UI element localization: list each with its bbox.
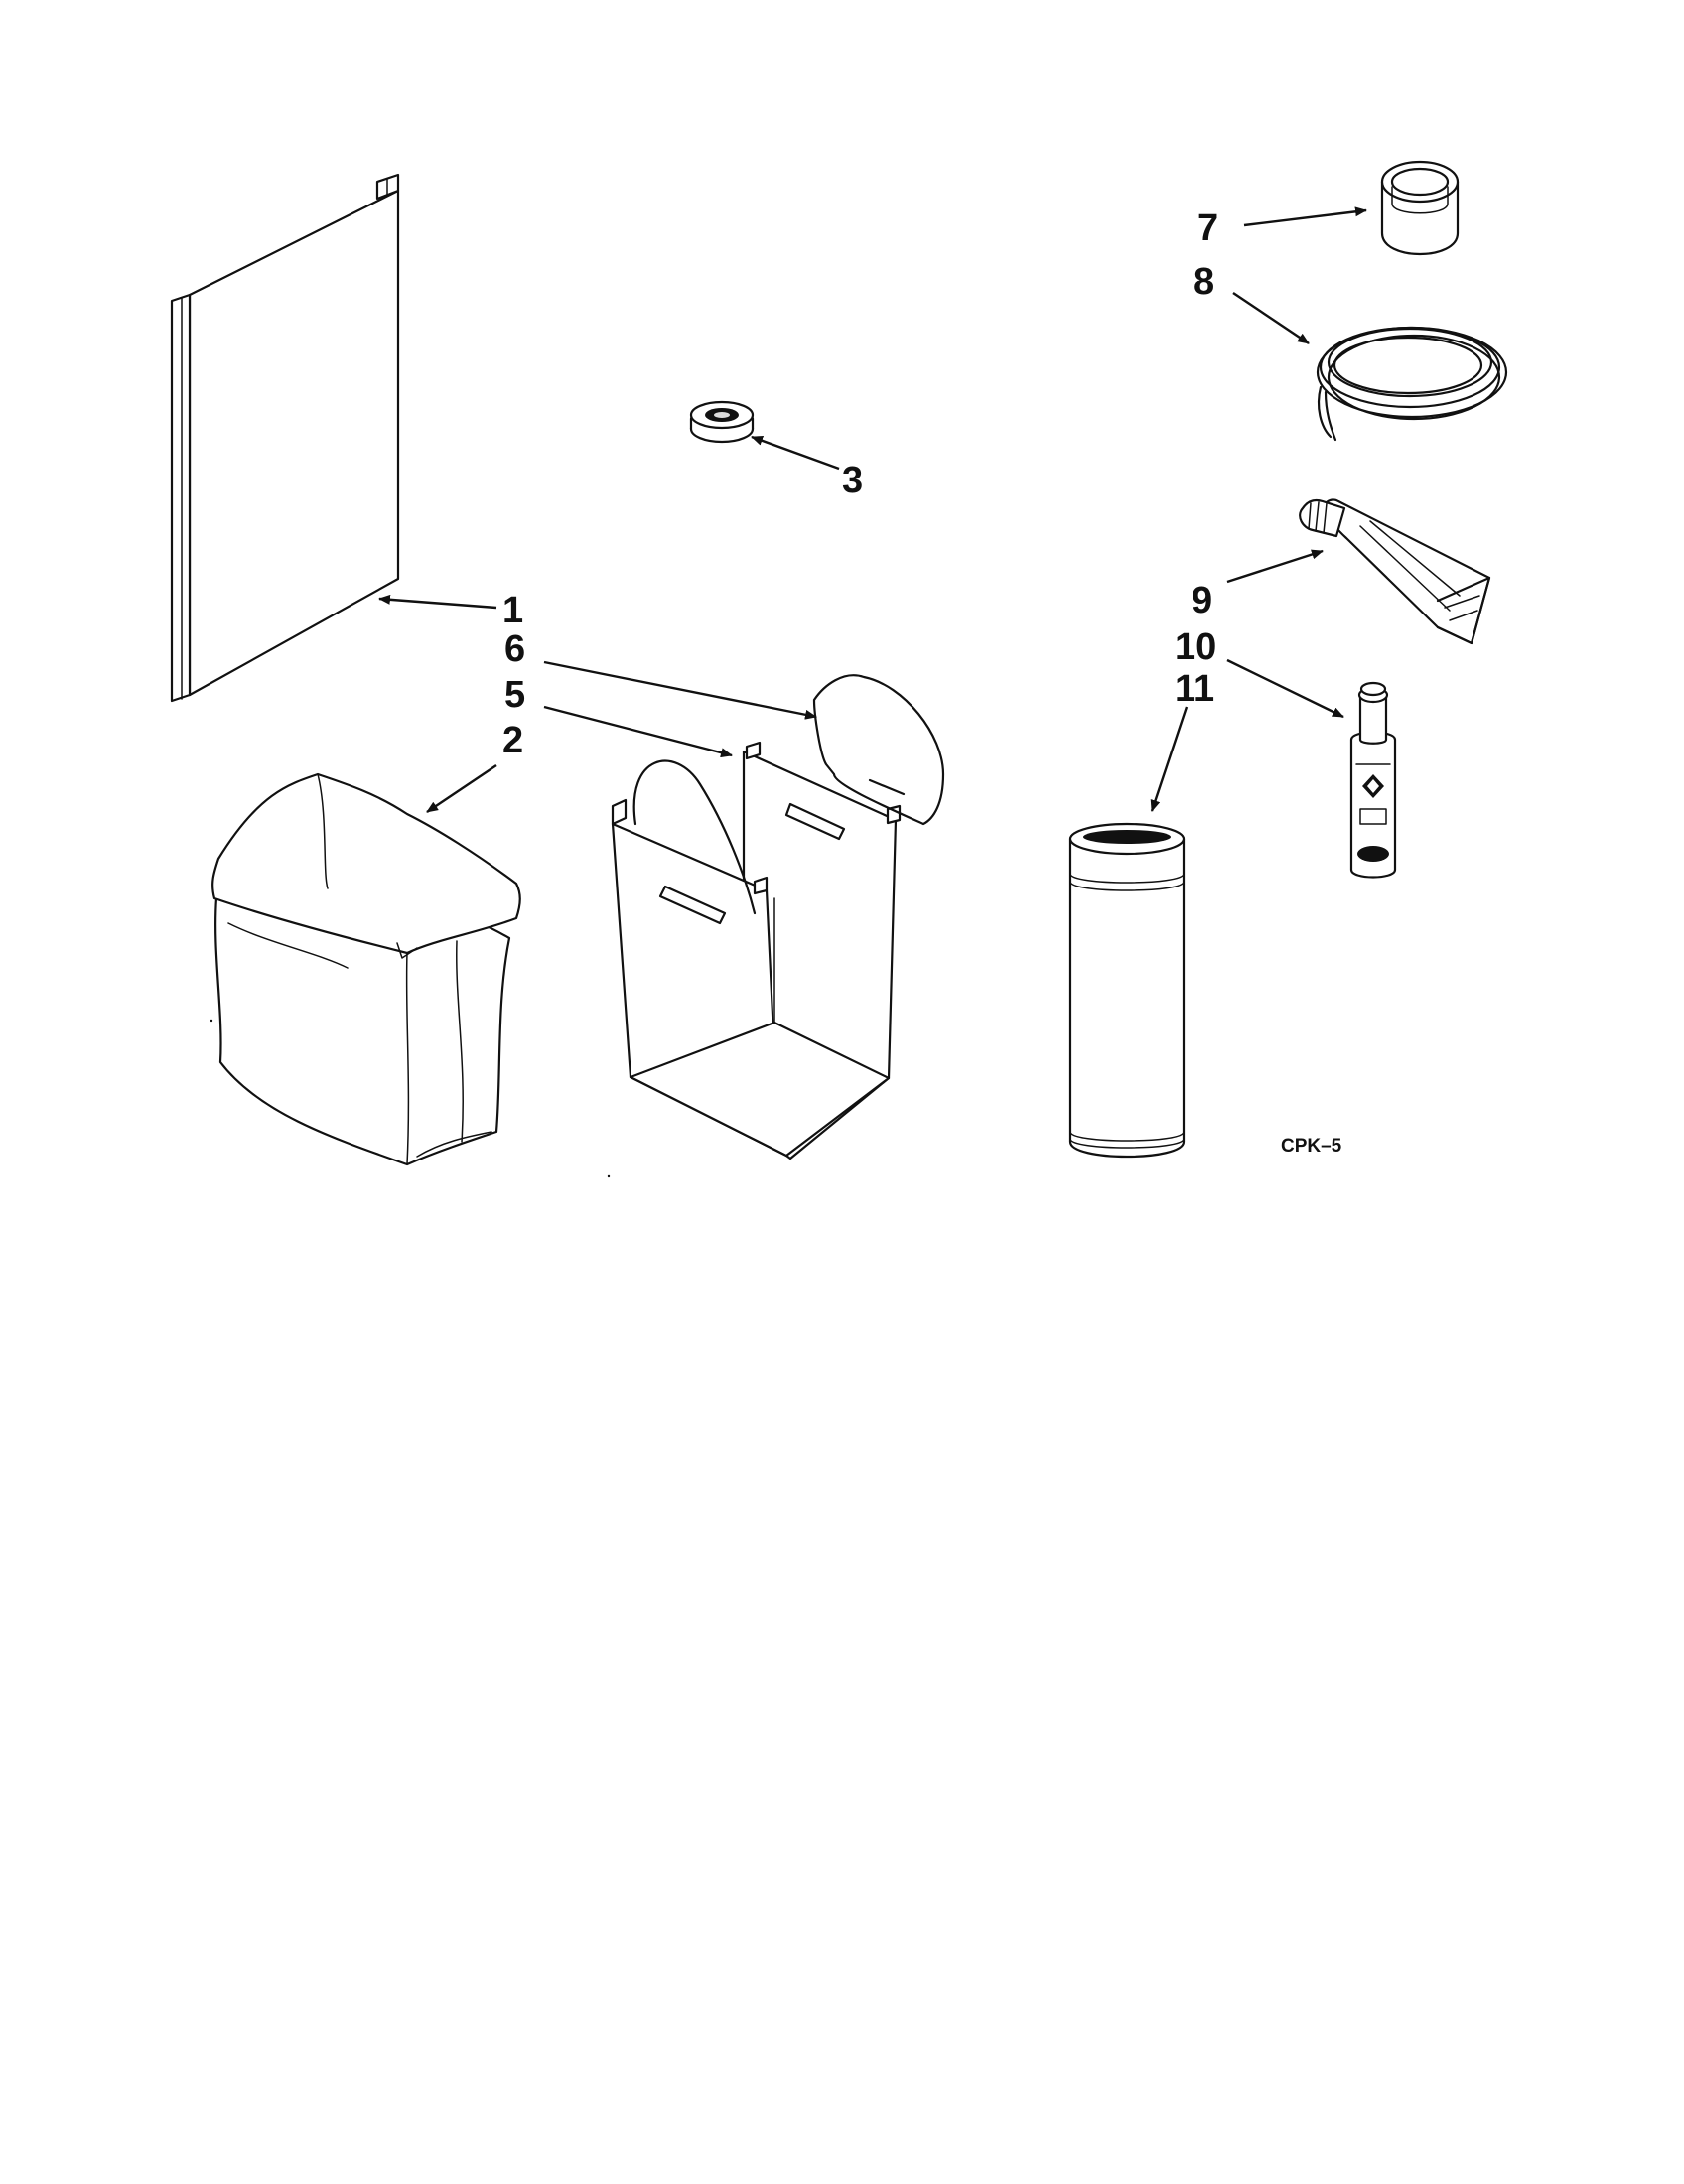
part-7-tape-roll [1380, 160, 1460, 256]
leader-7 [1243, 206, 1367, 227]
part-10-vial [1349, 681, 1397, 879]
leader-6 [543, 660, 817, 720]
part-5-holder [611, 741, 902, 1160]
callout-11: 11 [1175, 668, 1214, 710]
leader-10 [1226, 658, 1344, 719]
leader-lines [378, 206, 1367, 813]
leader-9 [1226, 549, 1324, 584]
callout-3: 3 [842, 460, 863, 501]
callout-1: 1 [502, 590, 523, 631]
leader-1 [378, 594, 497, 610]
part-9-tube [1299, 498, 1491, 645]
callout-8: 8 [1193, 261, 1214, 303]
callout-7: 7 [1197, 207, 1218, 249]
callout-6: 6 [504, 628, 525, 670]
part-11-spray-can [1068, 822, 1186, 1159]
leader-3 [751, 435, 840, 471]
leader-11 [1150, 706, 1189, 812]
part-1-panel [170, 173, 400, 703]
speck [607, 1174, 611, 1178]
callout-2: 2 [502, 720, 523, 761]
drawing-code: CPK–5 [1281, 1136, 1342, 1157]
part-3-seal [689, 400, 755, 444]
part-8-coiled-cord [1316, 326, 1508, 442]
leader-2 [426, 764, 497, 813]
callout-10: 10 [1175, 626, 1216, 668]
callout-9: 9 [1192, 580, 1212, 621]
part-2-bag [211, 772, 521, 1166]
speck [210, 1019, 213, 1023]
leader-5 [543, 705, 733, 758]
callout-5: 5 [504, 674, 525, 716]
callout-numbers: 1 6 5 2 3 7 8 9 10 11 [502, 207, 1218, 761]
part-6-handle [812, 674, 945, 826]
leader-8 [1232, 292, 1310, 344]
